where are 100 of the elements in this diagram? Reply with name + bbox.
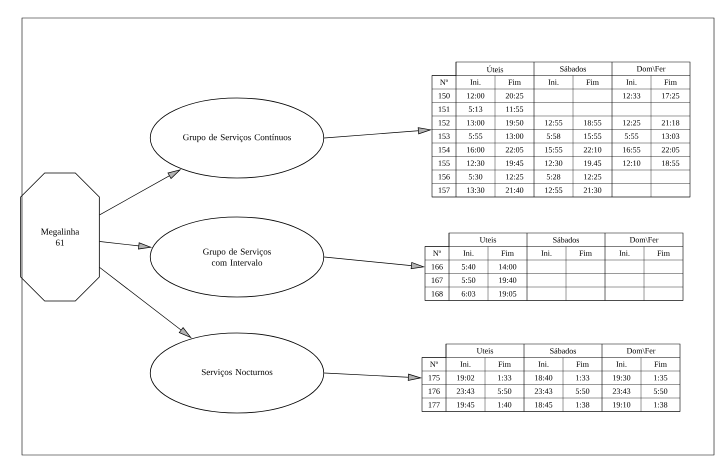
- table-cell: 18:45: [535, 402, 552, 408]
- table-cell: 177: [428, 402, 440, 408]
- column-header: Fim: [586, 80, 599, 85]
- table-cell: 5:50: [462, 278, 476, 283]
- table-cell: 14:00: [499, 264, 516, 270]
- table-cell: 5:50: [576, 388, 590, 394]
- table-cell: 12:25: [584, 174, 602, 180]
- column-header: Úteis: [486, 65, 504, 72]
- table-cell: 13:30: [467, 188, 484, 193]
- table-cell: 22:10: [584, 147, 602, 153]
- table-cell: 16:55: [623, 147, 640, 152]
- table-cell: 13:03: [662, 134, 680, 139]
- table-cell: 1:40: [498, 402, 512, 408]
- column-header: Fim: [501, 250, 514, 256]
- table-cell: 6:03: [462, 291, 476, 297]
- table-cell: 12:25: [506, 174, 524, 180]
- column-header: Fim: [657, 250, 670, 256]
- table-cell: 11:55: [506, 106, 524, 112]
- table-cell: 19:50: [506, 120, 524, 126]
- table-cell: 19:10: [613, 402, 630, 408]
- column-header: Fim: [579, 250, 592, 256]
- table-cell: 156: [438, 174, 450, 180]
- column-header: Ini.: [470, 80, 480, 85]
- table-cell: 5:58: [546, 134, 560, 139]
- column-header: Ini.: [548, 80, 558, 85]
- table-cell: 175: [428, 375, 440, 380]
- table-cell: 1:35: [654, 375, 668, 380]
- table-cell: 18:55: [662, 160, 680, 166]
- table-cell: 153: [438, 134, 450, 139]
- column-header: Fim: [498, 362, 511, 367]
- table-cell: 151: [438, 106, 450, 112]
- ellipse-node: Serviços Nocturnos: [150, 332, 324, 414]
- table-cell: 155: [438, 160, 450, 166]
- table-cell: 12:10: [623, 160, 640, 166]
- table-cell: 168: [432, 291, 443, 296]
- table-cell: 18:40: [535, 375, 552, 381]
- table-cell: 5:28: [546, 174, 560, 180]
- table-cell: 13:00: [506, 134, 524, 139]
- table-cell: 5:50: [654, 388, 668, 394]
- table-cell: 5:13: [468, 106, 482, 112]
- column-header: Fim: [508, 80, 521, 85]
- table-cell: 23:43: [456, 388, 474, 394]
- column-header: Sábados: [550, 348, 576, 354]
- column-header: Dom\Fer: [630, 237, 658, 242]
- table-cell: 13:00: [467, 120, 484, 126]
- column-header: Dom\Fer: [626, 348, 656, 354]
- table-cell: 150: [438, 93, 450, 98]
- table-cell: 15:55: [545, 147, 562, 152]
- table-cell: 23:43: [534, 388, 552, 394]
- table-cell: 154: [438, 147, 450, 152]
- table-cell: 5:50: [498, 388, 512, 394]
- table-cell: 5:55: [624, 134, 638, 139]
- table-cell: 12:55: [545, 188, 562, 193]
- table-cell: 1:33: [576, 375, 590, 380]
- table-cell: 21:30: [584, 188, 602, 193]
- table-cell: 157: [438, 188, 450, 193]
- table-cell: 12:55: [545, 120, 562, 126]
- column-header: Ini.: [616, 362, 626, 367]
- table-cell: 19:45: [506, 160, 524, 166]
- column-header: Ini.: [538, 362, 548, 367]
- column-header: Ini.: [463, 250, 474, 256]
- table-cell: 18:55: [584, 120, 602, 126]
- table-cell: 1:38: [654, 402, 668, 408]
- table-cell: 12:33: [623, 93, 640, 98]
- table-cell: 23:43: [612, 388, 630, 394]
- column-header: Fim: [664, 80, 677, 85]
- table-cell: 152: [438, 120, 450, 126]
- table-cell: 12:30: [467, 160, 484, 166]
- column-header: Uteis: [476, 348, 494, 354]
- table-cell: 21:40: [506, 188, 524, 193]
- column-header: Dom\Fer: [636, 66, 666, 72]
- column-header: Fim: [654, 362, 667, 367]
- table-cell: 5:55: [468, 134, 482, 139]
- octagon-node: Megalinha 61: [20, 172, 100, 302]
- table-cell: 12:00: [467, 93, 484, 99]
- column-header: Ini.: [460, 362, 470, 367]
- column-header: Ini.: [619, 250, 630, 256]
- table-cell: 167: [432, 278, 443, 283]
- column-header: Nº: [430, 362, 438, 367]
- table-cell: 12:25: [623, 120, 640, 126]
- ellipse-node: Grupo de Serviços Contínuos: [150, 98, 324, 178]
- table-cell: 19:05: [499, 291, 516, 297]
- column-header: Uteis: [480, 237, 496, 242]
- column-header: Ini.: [626, 80, 636, 85]
- column-header: Nº: [433, 250, 441, 256]
- table-cell: 16:00: [467, 147, 484, 153]
- ellipse-node: Grupo de Serviços com Intervalo: [150, 216, 324, 298]
- table-cell: 1:33: [498, 375, 512, 380]
- column-header: Sábados: [560, 66, 586, 72]
- table-cell: 15:55: [584, 134, 602, 139]
- column-header: Ini.: [541, 250, 552, 256]
- table-cell: 19.45: [584, 160, 602, 166]
- table-cell: 19:40: [499, 278, 516, 283]
- table-cell: 19:02: [457, 375, 474, 381]
- table-cell: 17:25: [662, 93, 680, 98]
- column-header: Nº: [440, 80, 448, 85]
- table-cell: 22:05: [506, 147, 524, 153]
- table-cell: 21:18: [662, 120, 680, 126]
- table-cell: 5:40: [462, 264, 476, 270]
- table-cell: 19:30: [613, 375, 630, 381]
